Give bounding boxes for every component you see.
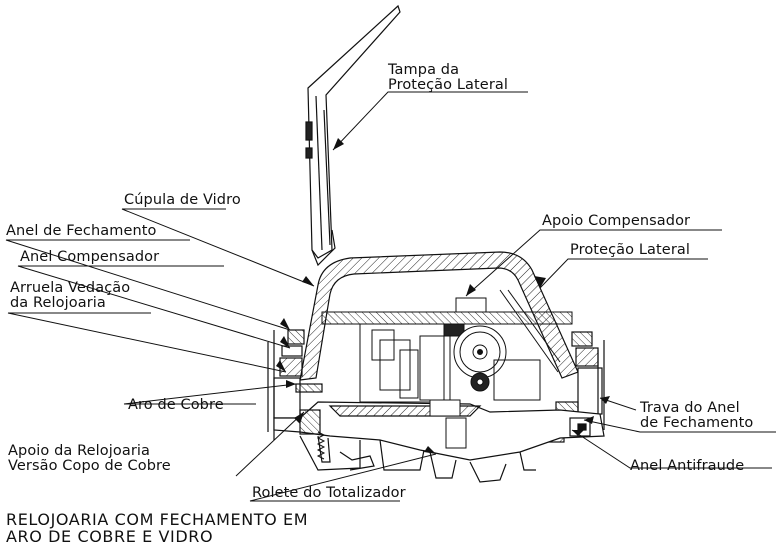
label-anel-antifraude: Anel Antifraude (630, 458, 745, 474)
spring (316, 431, 326, 460)
leader-lines (5, 91, 776, 502)
label-anel-compensador: Anel Compensador (20, 249, 160, 265)
label-protecao-lateral: Proteção Lateral (570, 242, 690, 258)
lid-panel (305, 4, 401, 267)
label-cupula: Cúpula de Vidro (124, 192, 241, 208)
arrowheads (276, 138, 610, 454)
label-anel-fechamento: Anel de Fechamento (6, 223, 157, 239)
label-apoio-compensador: Apoio Compensador (542, 213, 691, 229)
glass-dome (299, 251, 579, 381)
clockwork (321, 289, 573, 449)
label-rolete: Rolete do Totalizador (252, 485, 406, 501)
label-aro-cobre: Aro de Cobre (128, 397, 224, 413)
